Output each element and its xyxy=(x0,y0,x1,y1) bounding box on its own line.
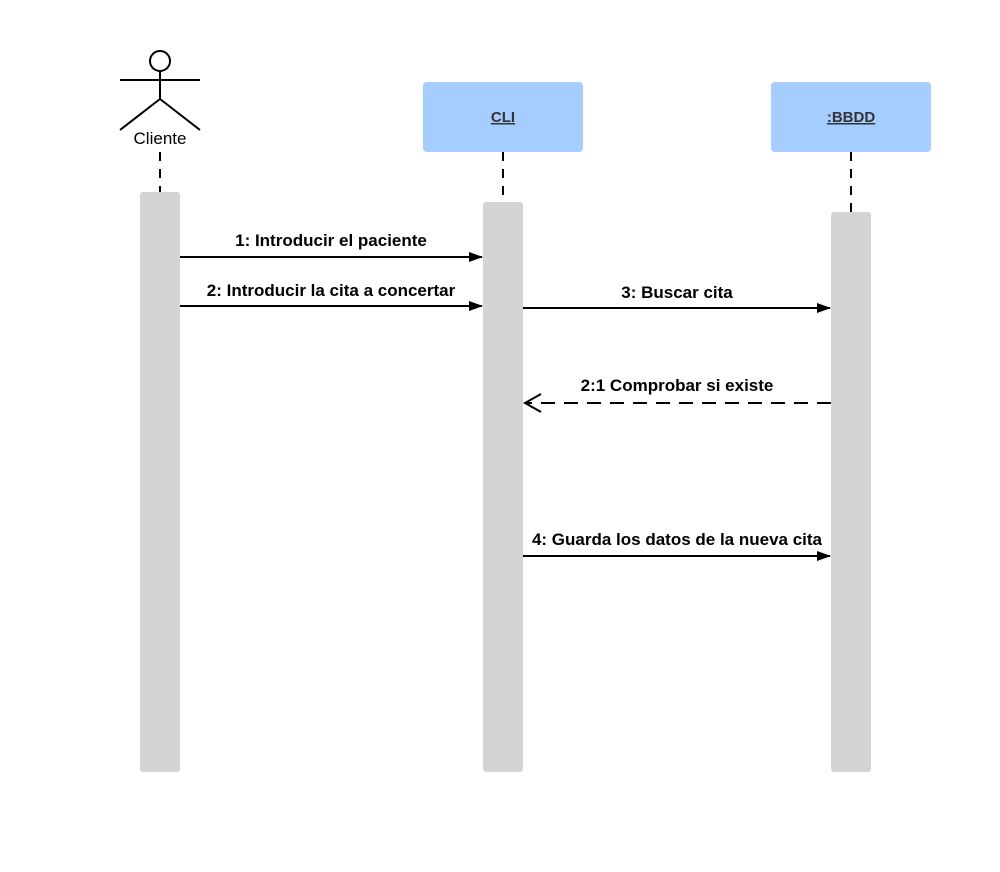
object-cli: CLI xyxy=(423,82,583,152)
message-3: 3: Buscar cita xyxy=(523,283,831,313)
message-label: 4: Guarda los datos de la nueva cita xyxy=(532,530,823,549)
actor-left-leg xyxy=(119,98,161,131)
actor-right-leg xyxy=(159,98,201,131)
message-4: 4: Guarda los datos de la nueva cita xyxy=(523,530,831,561)
actor-head xyxy=(149,50,171,72)
object-bbdd: :BBDD xyxy=(771,82,931,152)
actor-cliente: Cliente xyxy=(119,50,201,148)
activation-bbdd xyxy=(831,212,871,772)
activation-cli xyxy=(483,202,523,772)
actor-label: Cliente xyxy=(134,129,187,148)
object-box-cli xyxy=(423,82,583,152)
activation-cliente xyxy=(140,192,180,772)
open-arrowhead xyxy=(522,393,542,413)
message-label: 2:1 Comprobar si existe xyxy=(581,376,774,395)
message-2-1: 2:1 Comprobar si existe xyxy=(522,376,831,413)
object-label-cli: CLI xyxy=(491,109,515,126)
message-label: 2: Introducir la cita a concertar xyxy=(207,281,456,300)
message-label: 3: Buscar cita xyxy=(621,283,733,302)
message-label: 1: Introducir el paciente xyxy=(235,231,427,250)
object-box-bbdd xyxy=(771,82,931,152)
message-1: 1: Introducir el paciente xyxy=(180,231,483,262)
object-label-bbdd: :BBDD xyxy=(827,109,875,126)
message-2: 2: Introducir la cita a concertar xyxy=(180,281,483,311)
